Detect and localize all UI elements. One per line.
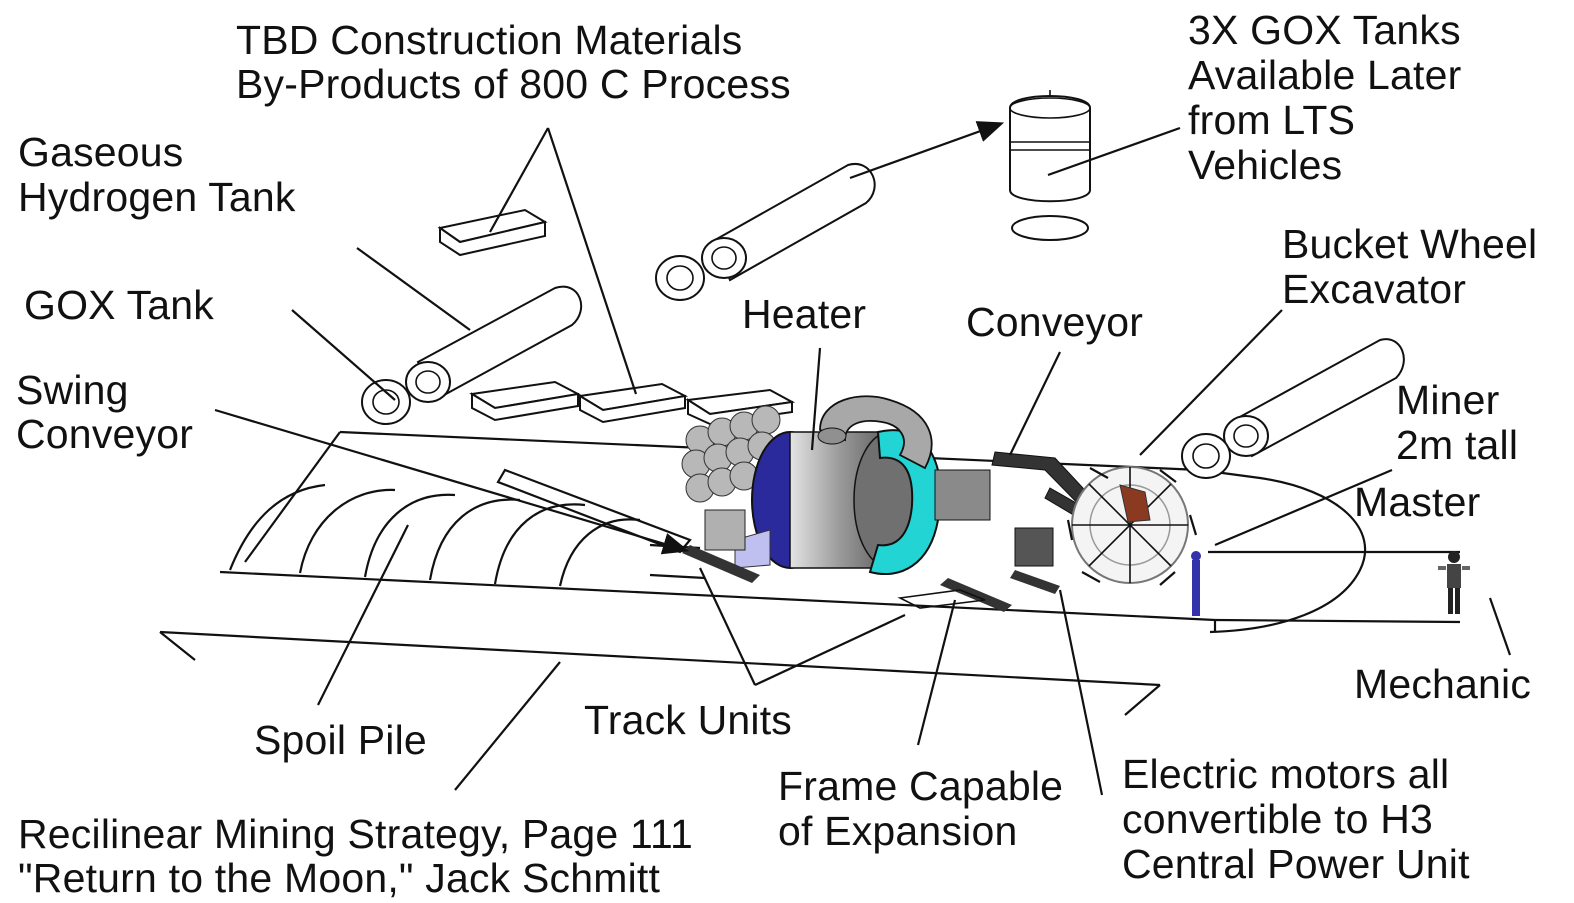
master-label: Master <box>1354 479 1481 525</box>
conveyor-label: Conveyor <box>966 299 1144 345</box>
gox3-label-line1: 3X GOX Tanks <box>1188 7 1461 53</box>
heater-shape <box>681 395 991 576</box>
tbd-label-line2: By-Products of 800 C Process <box>236 61 791 107</box>
right-cylinder-shape <box>1181 338 1405 479</box>
gox3-label-line3: from LTS <box>1188 97 1356 143</box>
bucket-wheel-shape <box>1014 466 1198 586</box>
track-units-label: Track Units <box>584 697 792 743</box>
motors-label-line3: Central Power Unit <box>1122 841 1470 887</box>
track-units-shape <box>682 545 1060 612</box>
heater-label: Heater <box>742 291 867 337</box>
bucket-wheel-label-line1: Bucket Wheel <box>1282 221 1538 267</box>
caption-line2: "Return to the Moon," Jack Schmitt <box>18 855 661 901</box>
bucket-wheel-label-line2: Excavator <box>1282 266 1467 312</box>
leader-lines <box>214 126 1512 796</box>
swing-conveyor-label-line2: Conveyor <box>16 411 194 457</box>
gox-cylinder-shape <box>655 121 1005 301</box>
miner-label-line1: Miner <box>1396 377 1500 423</box>
motors-label-line2: convertible to H3 <box>1122 796 1434 842</box>
human-figures <box>1191 551 1470 616</box>
mechanic-label: Mechanic <box>1354 661 1532 707</box>
hydrogen-label-line2: Hydrogen Tank <box>18 174 296 220</box>
mechanic-figure <box>1438 551 1470 614</box>
spoil-pile-shape <box>228 483 641 587</box>
swing-conveyor-label-line1: Swing <box>16 367 129 413</box>
hydrogen-label-line1: Gaseous <box>18 129 184 175</box>
vertical-gox-tank-shape <box>1009 90 1091 241</box>
miner-label-line2: 2m tall <box>1396 422 1519 468</box>
frame-label-line2: of Expansion <box>778 808 1018 854</box>
gox-tank-label: GOX Tank <box>24 282 214 328</box>
frame-label-line1: Frame Capable <box>778 763 1064 809</box>
gox3-label-line2: Available Later <box>1188 52 1462 98</box>
spoil-pile-label: Spoil Pile <box>254 717 427 763</box>
caption-line1: Recilinear Mining Strategy, Page 111 <box>18 811 693 857</box>
tbd-label-line1: TBD Construction Materials <box>236 17 743 63</box>
hydrogen-tank-shape <box>361 285 582 425</box>
gox3-label-line4: Vehicles <box>1188 142 1343 188</box>
motors-label-line1: Electric motors all <box>1122 751 1450 797</box>
